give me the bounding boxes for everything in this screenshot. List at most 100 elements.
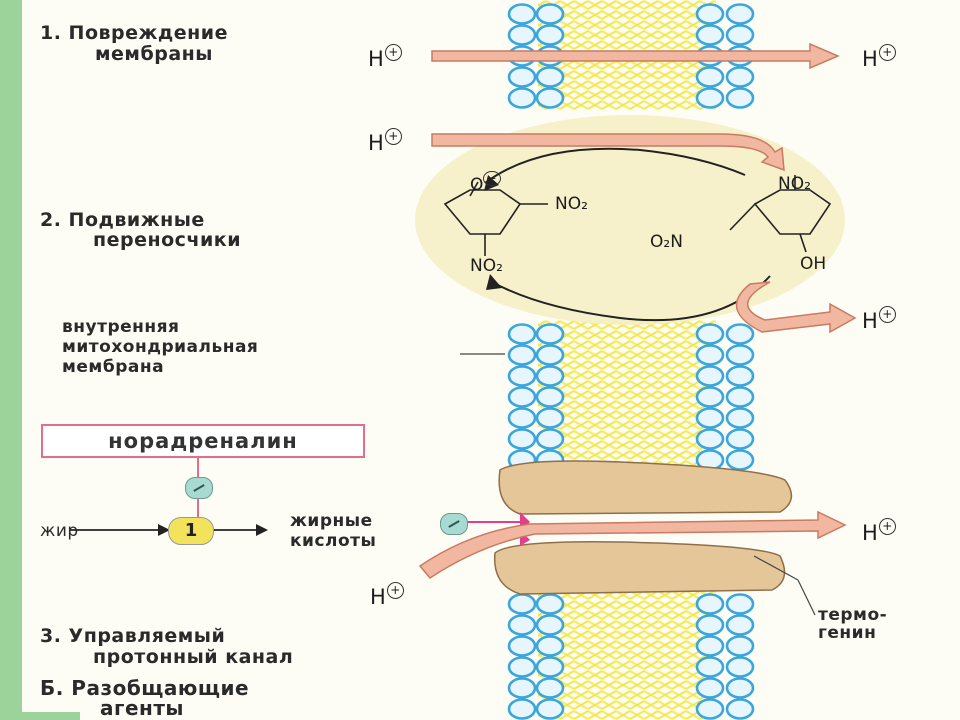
carrier-cycle-top-head xyxy=(484,175,499,191)
membrane-bead xyxy=(535,323,565,345)
carrier-cycle-top xyxy=(484,147,746,184)
membrane-bead xyxy=(507,344,537,366)
membrane-bead xyxy=(695,87,725,109)
membrane-bead xyxy=(725,386,755,408)
proton-out-2: H+ xyxy=(862,306,896,333)
membrane-bead xyxy=(535,428,565,450)
membrane-bead xyxy=(695,386,725,408)
membrane-bead xyxy=(725,593,755,615)
membrane-bead xyxy=(695,428,725,450)
membrane-bead xyxy=(507,593,537,615)
lipid-bilayer-core xyxy=(538,0,716,720)
membrane-bead xyxy=(507,635,537,657)
carrier-cycle-bottom-head xyxy=(486,274,502,290)
membrane-bead xyxy=(725,656,755,678)
membrane-bead xyxy=(507,365,537,387)
bottom-accent-band xyxy=(0,712,80,720)
phenolate-oxygen: O− xyxy=(470,171,501,195)
membrane-bead xyxy=(507,386,537,408)
fatty-acid-activation-icon xyxy=(440,513,468,535)
proton-in-1: H+ xyxy=(368,44,402,71)
membrane-bead xyxy=(695,635,725,657)
carrier-uptake-arrow xyxy=(431,133,785,172)
hydroxyl-group: OH xyxy=(800,254,827,274)
proton-in-3: H+ xyxy=(370,582,404,609)
membrane-bead xyxy=(695,593,725,615)
membrane-bead xyxy=(725,3,755,25)
membrane-bead xyxy=(535,66,565,88)
proton-out-1: H+ xyxy=(862,44,896,71)
membrane-bead xyxy=(725,698,755,720)
proton-channel-arrow xyxy=(418,510,847,579)
carriers-label-line1: 2. Подвижные xyxy=(40,209,205,231)
membrane-bead xyxy=(725,365,755,387)
uncoupling-label-line2: агенты xyxy=(100,696,185,720)
uncoupling-label-line1: Б. Разобщающие xyxy=(40,676,250,700)
membrane-bead xyxy=(507,407,537,429)
membrane-bead xyxy=(725,635,755,657)
membrane-bead xyxy=(535,635,565,657)
nitro-top-right: NO₂ xyxy=(778,174,811,194)
proton-in-2: H+ xyxy=(368,128,402,155)
membrane-bead xyxy=(695,698,725,720)
membrane-bead xyxy=(695,24,725,46)
membrane-bead xyxy=(695,66,725,88)
damage-label-line2: мембраны xyxy=(95,43,213,65)
membrane-bead xyxy=(725,344,755,366)
membrane-bead xyxy=(535,24,565,46)
membrane-bead xyxy=(695,3,725,25)
nitro-left-right: O₂N xyxy=(650,232,683,252)
enzyme-arrow-head xyxy=(256,524,268,536)
membrane-bead xyxy=(535,407,565,429)
membrane-bead xyxy=(507,698,537,720)
membrane-bead xyxy=(695,365,725,387)
channel-label-line2: протонный канал xyxy=(93,646,294,668)
noradrenaline-box: норадреналин xyxy=(41,424,365,458)
membrane-bead xyxy=(725,428,755,450)
membrane-bead xyxy=(535,365,565,387)
fat-arrow-head xyxy=(158,524,170,536)
membrane-bead xyxy=(535,614,565,636)
membrane-bead xyxy=(695,614,725,636)
carrier-zone xyxy=(415,115,845,325)
thermogenin-label-line2: генин xyxy=(818,623,877,643)
nitro-bottom-left: NO₂ xyxy=(470,256,503,276)
membrane-bead xyxy=(535,344,565,366)
membrane-bead xyxy=(695,656,725,678)
membrane-bead xyxy=(535,698,565,720)
enzyme-badge: 1 xyxy=(168,517,214,545)
membrane-bead xyxy=(695,323,725,345)
membrane-bead xyxy=(725,24,755,46)
membrane-bead xyxy=(725,407,755,429)
membrane-bead xyxy=(507,24,537,46)
nitro-top-left: NO₂ xyxy=(555,194,588,214)
regulation-icon xyxy=(185,477,213,499)
membrane-bead xyxy=(695,677,725,699)
membrane-bead xyxy=(535,3,565,25)
membrane-bead xyxy=(507,677,537,699)
fatty-acids-line2: кислоты xyxy=(290,531,377,551)
membrane-bead xyxy=(535,677,565,699)
membrane-bead xyxy=(507,3,537,25)
membrane-bead xyxy=(507,323,537,345)
damage-label-line1: 1. Повреждение xyxy=(40,22,228,44)
membrane-bead xyxy=(695,344,725,366)
fatty-acids-line1: жирные xyxy=(290,511,373,531)
membrane-bead xyxy=(725,614,755,636)
membrane-bead xyxy=(535,87,565,109)
membrane-bead xyxy=(535,593,565,615)
thermogenin-protein xyxy=(493,460,816,616)
membrane-bead xyxy=(507,66,537,88)
membrane-bead xyxy=(725,449,755,471)
membrane-bead xyxy=(535,386,565,408)
membrane-bead xyxy=(507,87,537,109)
carriers-label-line2: переносчики xyxy=(93,229,242,251)
proton-out-3: H+ xyxy=(862,518,896,545)
thermogenin-label-line1: термо- xyxy=(818,605,888,625)
membrane-label-line3: мембрана xyxy=(62,357,165,377)
left-accent-band xyxy=(0,0,22,720)
membrane-bead xyxy=(507,614,537,636)
carrier-release-arrow xyxy=(735,281,857,334)
dinitrophenolate-structure xyxy=(443,181,548,256)
